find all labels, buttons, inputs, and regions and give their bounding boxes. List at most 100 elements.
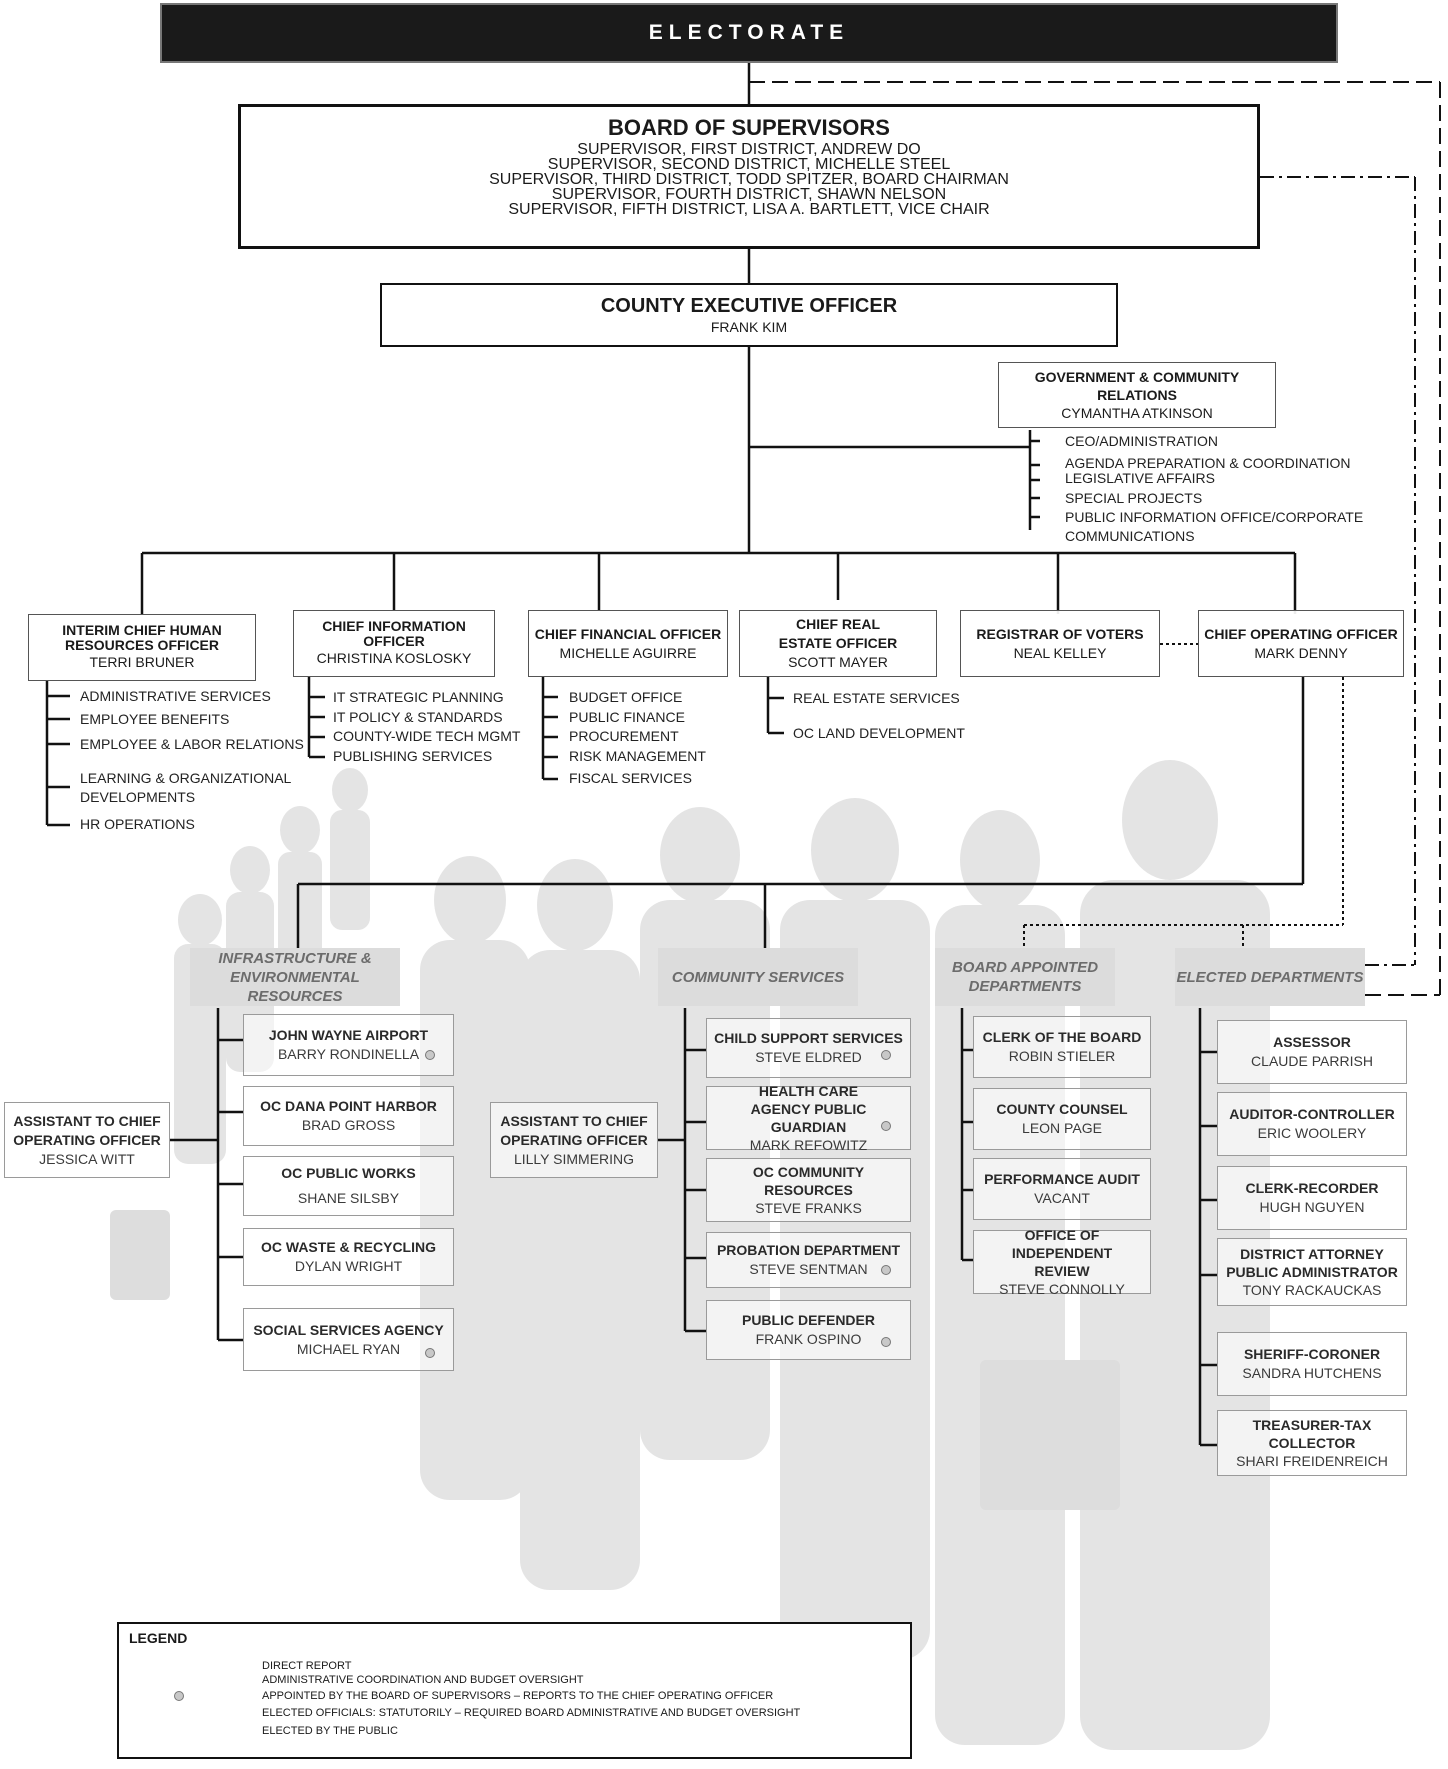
board-member: SUPERVISOR, THIRD DISTRICT, TODD SPITZER… <box>489 171 1009 188</box>
chief-fin-title: CHIEF FINANCIAL OFFICER <box>534 625 722 642</box>
board-member: SUPERVISOR, FIFTH DISTRICT, LISA A. BART… <box>508 201 990 218</box>
board-appointed-marker <box>881 1337 891 1347</box>
dept-head: HUGH NGUYEN <box>1259 1199 1365 1215</box>
dept-title: PERFORMANCE AUDIT <box>984 1171 1140 1187</box>
ceo-name: FRANK KIM <box>710 319 788 335</box>
coo-title: CHIEF OPERATING OFFICER <box>1204 625 1398 642</box>
fin-item: BUDGET OFFICE <box>569 689 683 705</box>
dept-head: LEON PAGE <box>1022 1120 1102 1136</box>
legend-item: APPOINTED BY THE BOARD OF SUPERVISORS – … <box>262 1690 774 1702</box>
chief-hr-name: TERRI BRUNER <box>89 654 195 670</box>
group-infrastructure: INFRASTRUCTURE & ENVIRONMENTAL RESOURCES <box>190 948 400 1006</box>
fin-item: FISCAL SERVICES <box>569 770 692 786</box>
dept-head: BRAD GROSS <box>301 1117 396 1133</box>
dept-title: AUDITOR-CONTROLLER <box>1229 1106 1395 1122</box>
dept-box: TREASURER-TAX COLLECTOR SHARI FREIDENREI… <box>1217 1410 1407 1476</box>
dept-title: SOCIAL SERVICES AGENCY <box>253 1321 444 1338</box>
dept-head: CLAUDE PARRISH <box>1251 1053 1373 1069</box>
gcr-item: PUBLIC INFORMATION OFFICE/CORPORATE <box>1065 509 1364 525</box>
board-appointed-marker <box>881 1265 891 1275</box>
chief-re-box: CHIEF REAL ESTATE OFFICER SCOTT MAYER <box>739 610 937 677</box>
dept-title: DISTRICT ATTORNEY PUBLIC ADMINISTRATOR <box>1226 1245 1398 1280</box>
dept-title: JOHN WAYNE AIRPORT <box>268 1027 429 1043</box>
coo-name: MARK DENNY <box>1254 644 1348 661</box>
dept-box: CHILD SUPPORT SERVICES STEVE ELDRED <box>706 1018 911 1078</box>
dept-title: CLERK OF THE BOARD <box>982 1029 1142 1045</box>
legend-item: ADMINISTRATIVE COORDINATION AND BUDGET O… <box>262 1674 584 1686</box>
dept-title: OFFICE OF INDEPENDENT REVIEW <box>1011 1226 1113 1279</box>
info-item: COUNTY-WIDE TECH MGMT <box>333 728 521 744</box>
legend-item: ELECTED OFFICIALS: STATUTORILY – REQUIRE… <box>262 1707 801 1719</box>
hr-item: ADMINISTRATIVE SERVICES <box>80 688 271 704</box>
dept-box: PERFORMANCE AUDIT VACANT <box>973 1158 1151 1220</box>
dept-box: CLERK-RECORDER HUGH NGUYEN <box>1217 1166 1407 1230</box>
dept-head: SHANE SILSBY <box>297 1190 400 1206</box>
dept-title: CLERK-RECORDER <box>1245 1180 1379 1196</box>
gcr-item: SPECIAL PROJECTS <box>1065 490 1203 506</box>
re-item: REAL ESTATE SERVICES <box>793 690 960 706</box>
info-item: IT POLICY & STANDARDS <box>333 709 503 725</box>
hr-item: HR OPERATIONS <box>80 816 195 832</box>
assistant-title: ASSISTANT TO CHIEF OPERATING OFFICER <box>13 1112 161 1148</box>
assistant-title: ASSISTANT TO CHIEF OPERATING OFFICER <box>500 1112 648 1148</box>
dept-head: FRANK OSPINO <box>755 1331 862 1347</box>
group-community-services: COMMUNITY SERVICES <box>658 948 858 1006</box>
dept-box: OC COMMUNITY RESOURCES STEVE FRANKS <box>706 1158 911 1222</box>
dept-title: PROBATION DEPARTMENT <box>716 1242 901 1258</box>
gcr-item: AGENDA PREPARATION & COORDINATION <box>1065 455 1351 471</box>
group-board-appointed: BOARD APPOINTED DEPARTMENTS <box>935 948 1115 1006</box>
gcr-item: COMMUNICATIONS <box>1065 528 1195 544</box>
registrar-name: NEAL KELLEY <box>1013 644 1107 661</box>
dept-head: SHARI FREIDENREICH <box>1236 1452 1388 1469</box>
board-appointed-marker <box>881 1121 891 1131</box>
chief-hr-box: INTERIM CHIEF HUMAN RESOURCES OFFICER TE… <box>28 614 256 681</box>
fin-item: RISK MANAGEMENT <box>569 748 706 764</box>
dept-head: BARRY RONDINELLA <box>277 1046 420 1062</box>
electorate-header: ELECTORATE <box>160 3 1338 63</box>
gcr-item: CEO/ADMINISTRATION <box>1065 433 1218 449</box>
dept-title: OC PUBLIC WORKS <box>281 1165 416 1181</box>
dept-head: SANDRA HUTCHENS <box>1242 1365 1382 1381</box>
dept-head: MARK REFOWITZ <box>749 1136 868 1153</box>
chief-fin-box: CHIEF FINANCIAL OFFICER MICHELLE AGUIRRE <box>528 610 728 677</box>
board-member: SUPERVISOR, SECOND DISTRICT, MICHELLE ST… <box>547 156 951 173</box>
board-member: SUPERVISOR, FIRST DISTRICT, ANDREW DO <box>577 141 921 158</box>
chief-fin-name: MICHELLE AGUIRRE <box>559 644 697 661</box>
dept-title: COUNTY COUNSEL <box>996 1101 1128 1117</box>
board-title: BOARD OF SUPERVISORS <box>608 115 890 140</box>
board-appointed-marker <box>425 1348 435 1358</box>
fin-item: PUBLIC FINANCE <box>569 709 685 725</box>
board-appointed-marker <box>425 1050 435 1060</box>
dept-title: TREASURER-TAX COLLECTOR <box>1252 1416 1372 1451</box>
legend-box: LEGEND DIRECT REPORT ADMINISTRATIVE COOR… <box>117 1622 912 1759</box>
chief-info-name: CHRISTINA KOSLOSKY <box>316 650 472 666</box>
info-item: PUBLISHING SERVICES <box>333 748 493 764</box>
chief-re-title: CHIEF REAL ESTATE OFFICER <box>778 616 898 651</box>
info-item: IT STRATEGIC PLANNING <box>333 689 504 705</box>
fin-item: PROCUREMENT <box>569 728 679 744</box>
assistant-coo-witt-box: ASSISTANT TO CHIEF OPERATING OFFICER JES… <box>4 1102 170 1178</box>
gcr-item: LEGISLATIVE AFFAIRS <box>1065 470 1215 486</box>
dept-title: CHILD SUPPORT SERVICES <box>714 1030 903 1046</box>
gcr-box: GOVERNMENT & COMMUNITY RELATIONS CYMANTH… <box>998 362 1276 428</box>
dept-box: JOHN WAYNE AIRPORT BARRY RONDINELLA <box>243 1014 454 1076</box>
dept-title: OC WASTE & RECYCLING <box>260 1239 436 1255</box>
dept-head: DYLAN WRIGHT <box>294 1258 403 1274</box>
dept-title: OC COMMUNITY RESOURCES <box>752 1163 865 1198</box>
dept-title: ASSESSOR <box>1273 1034 1351 1050</box>
assistant-coo-simmering-box: ASSISTANT TO CHIEF OPERATING OFFICER LIL… <box>490 1102 658 1178</box>
legend-item: DIRECT REPORT <box>262 1660 352 1672</box>
group-elected-departments: ELECTED DEPARTMENTS <box>1175 948 1365 1006</box>
dept-box: PROBATION DEPARTMENT STEVE SENTMAN <box>706 1232 911 1288</box>
dept-box: OC PUBLIC WORKS SHANE SILSBY <box>243 1156 454 1216</box>
hr-item: EMPLOYEE & LABOR RELATIONS <box>80 736 304 752</box>
dept-box: SHERIFF-CORONER SANDRA HUTCHENS <box>1217 1332 1407 1396</box>
ceo-title: COUNTY EXECUTIVE OFFICER <box>600 295 898 317</box>
dept-box: OFFICE OF INDEPENDENT REVIEW STEVE CONNO… <box>973 1227 1151 1297</box>
dept-box: PUBLIC DEFENDER FRANK OSPINO <box>706 1300 911 1360</box>
dept-box: CLERK OF THE BOARD ROBIN STIELER <box>973 1016 1151 1078</box>
legend-title: LEGEND <box>129 1630 188 1646</box>
board-member: SUPERVISOR, FOURTH DISTRICT, SHAWN NELSO… <box>551 186 947 203</box>
dept-title: OC DANA POINT HARBOR <box>260 1098 437 1114</box>
